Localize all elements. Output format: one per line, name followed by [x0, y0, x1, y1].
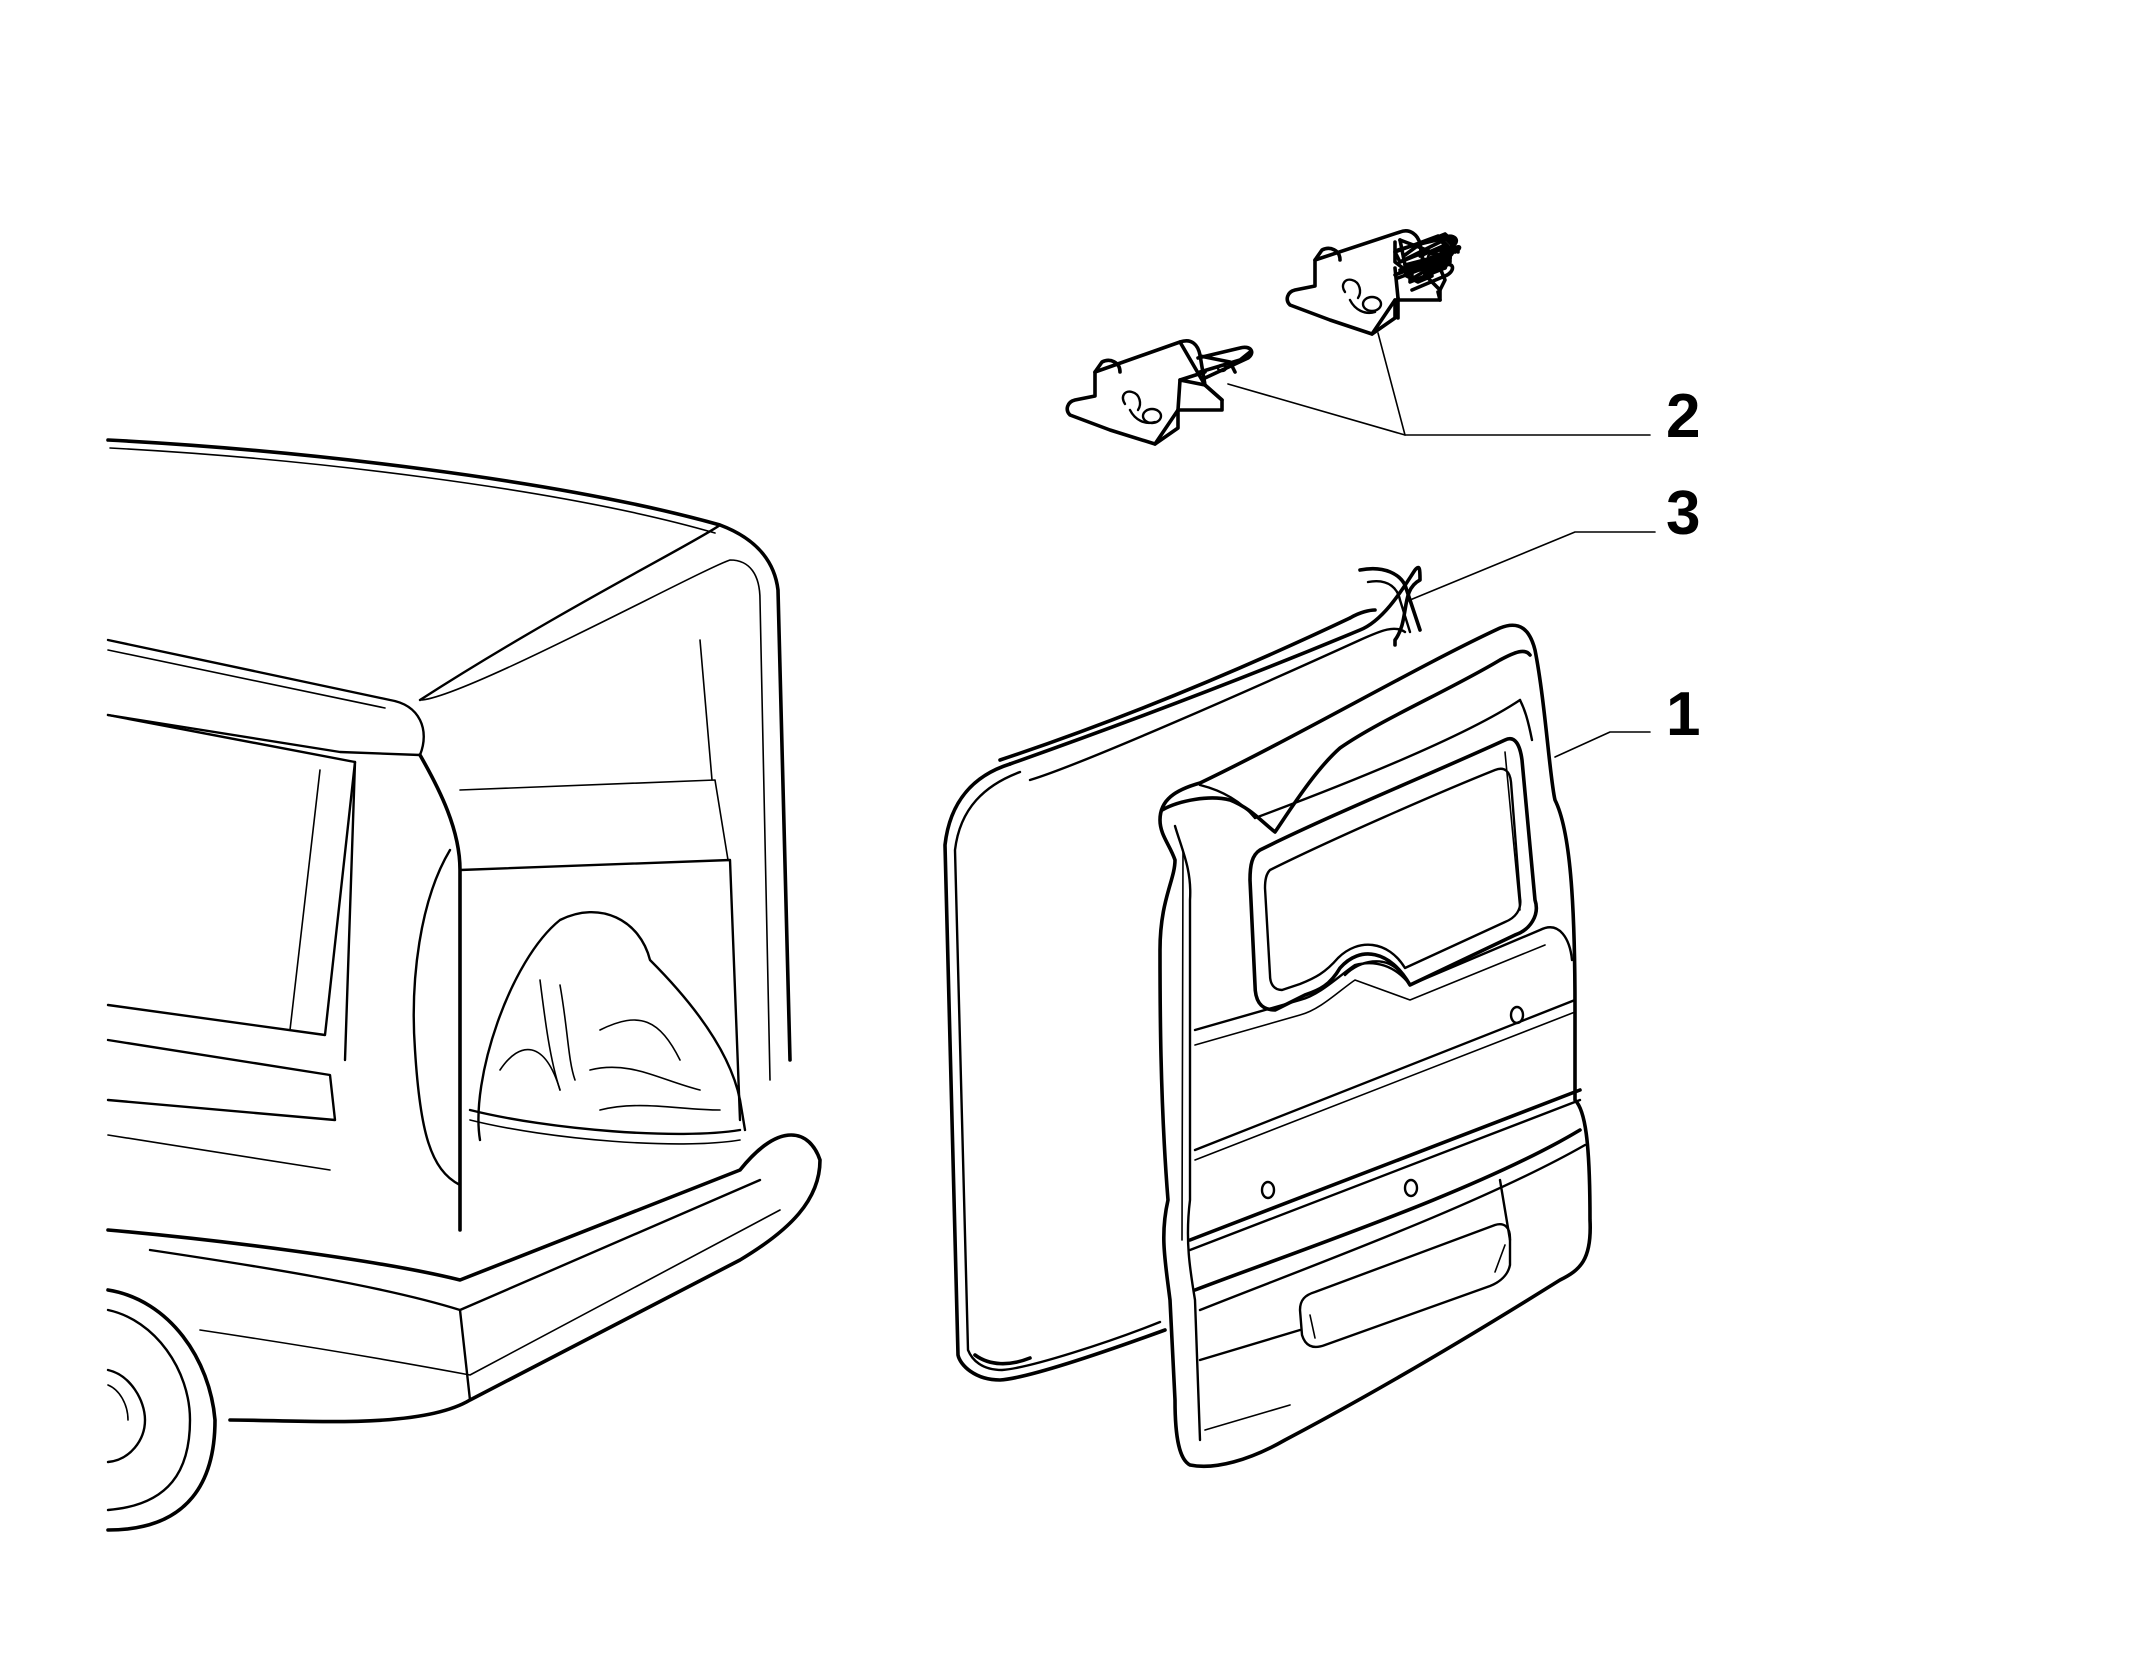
callout-2: 2	[1666, 382, 1700, 451]
vehicle-rear-body	[106, 438, 822, 1532]
hinge-upper-tab	[1393, 234, 1459, 282]
tailgate-panel	[1158, 623, 1592, 1469]
tailgate-seal	[943, 565, 1422, 1382]
callout-3: 3	[1666, 479, 1700, 548]
callout-1: 1	[1666, 680, 1700, 749]
hinge-lower	[1065, 339, 1254, 446]
callout-leaders	[1227, 332, 1656, 758]
